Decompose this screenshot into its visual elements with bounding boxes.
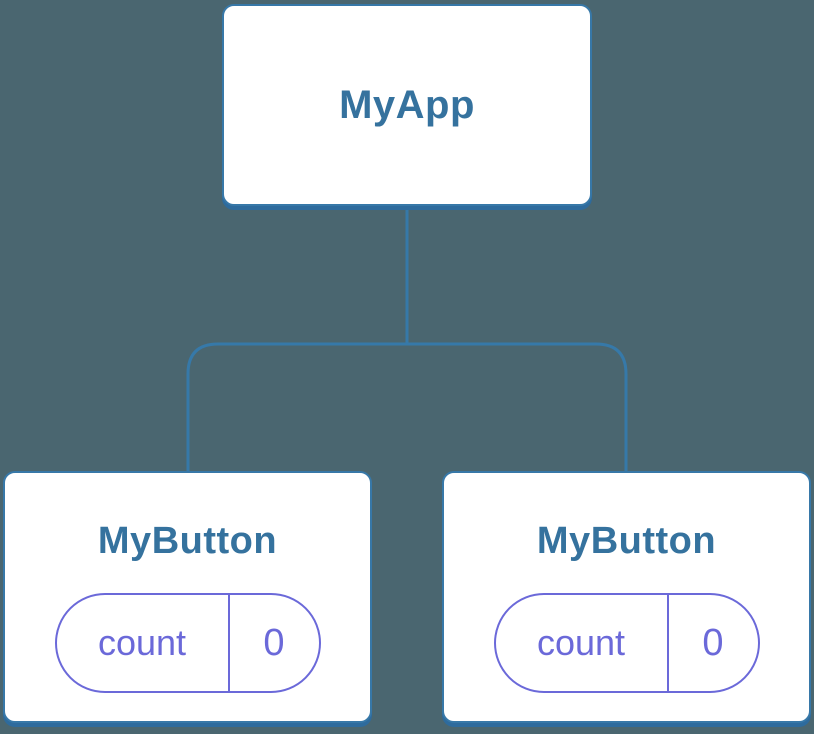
node-myapp: MyApp <box>222 4 592 206</box>
connector-branch <box>186 342 628 471</box>
state-key-cell: count <box>57 595 228 691</box>
state-value: 0 <box>263 622 285 664</box>
state-value-cell: 0 <box>669 595 758 691</box>
state-key-label: count <box>97 622 187 663</box>
node-label: MyButton <box>536 520 717 562</box>
state-key-cell: count <box>496 595 667 691</box>
state-value-cell: 0 <box>230 595 319 691</box>
state-pill: count 0 <box>493 593 760 693</box>
state-pill-divider <box>227 595 230 691</box>
state-value: 0 <box>702 622 724 664</box>
state-key-label: count <box>536 622 626 663</box>
state-pill: count 0 <box>54 593 321 693</box>
node-label: MyApp <box>339 83 475 127</box>
state-pill-divider <box>666 595 669 691</box>
node-label: MyButton <box>97 520 278 562</box>
node-mybutton-left: MyButton count 0 <box>3 471 372 723</box>
node-mybutton-right: MyButton count 0 <box>442 471 811 723</box>
